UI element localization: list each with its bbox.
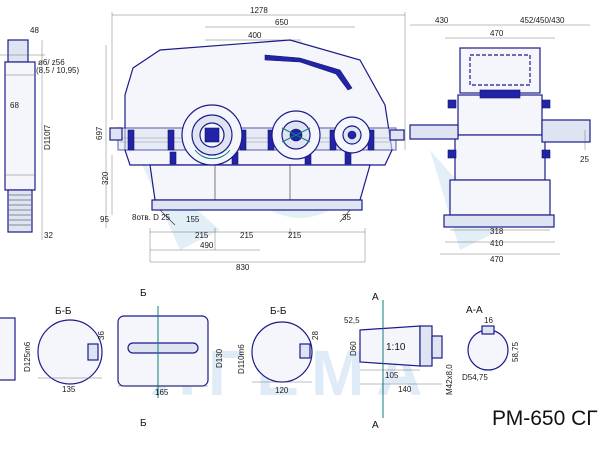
dim-28: 28 [311,331,320,340]
dim-d60: D60 [349,341,358,356]
dim-320: 320 [101,171,110,185]
side-bolts [447,89,551,159]
dim-155: 155 [186,215,200,224]
dim-830: 830 [236,263,250,272]
section-b-label-bottom: Б [140,418,147,429]
dim-318: 318 [490,227,504,236]
dim-d54-75: D54,75 [462,373,488,382]
left-shaft-view: 48 ø6/ z56 (8,5 / 10,95) 68 D110f7 32 [0,26,79,240]
dim-650: 650 [275,18,289,27]
section-e: А-А 16 58,75 D54,75 [462,305,520,382]
dim-keyway-tol: (8,5 / 10,95) [36,66,79,75]
dim-105: 105 [385,371,399,380]
model-label: РМ-650 СГ [492,407,598,430]
section-b: Б Б D130 165 [117,288,224,429]
bearing-cap-small [333,116,371,154]
section-c: Б-Б D110m6 28 120 [237,306,320,395]
dim-feet: 8отв. D 25 [132,213,171,222]
dim-697: 697 [95,126,104,140]
main-reducer-view: 1278 650 400 697 [95,6,406,272]
dim-95: 95 [100,215,109,224]
dim-410: 410 [490,239,504,248]
section-c-label: Б-Б [270,306,287,317]
dim-1278: 1278 [250,6,268,15]
dim-165: 165 [155,388,169,397]
dim-430: 430 [435,16,449,25]
section-d-label-top: А [372,292,379,303]
dim-470-bottom: 470 [490,255,504,264]
dim-36: 36 [97,331,106,340]
dim-135: 135 [62,385,76,394]
dim-140: 140 [398,385,412,394]
dim-120: 120 [275,386,289,395]
dim-215-a: 215 [195,231,209,240]
dim-400: 400 [248,31,262,40]
dim-48: 48 [30,26,39,35]
dim-452: 452/450/430 [520,16,565,25]
bearing-cap-large [181,104,243,166]
dim-470-top: 470 [490,29,504,38]
dim-d130: D130 [215,348,224,368]
bearing-cap-medium [271,110,321,160]
dim-35: 35 [342,213,351,222]
dim-68: 68 [10,101,19,110]
dim-d110m6: D110m6 [237,344,246,374]
dim-52-5: 52,5 [344,316,360,325]
dim-keyway: ø6/ z56 [38,58,65,67]
section-e-label: А-А [466,305,483,316]
section-d: А А 52,5 D60 1:10 105 140 M42х8,0 [344,292,454,431]
dim-215-c: 215 [288,231,302,240]
dim-thread: M42х8,0 [445,364,454,395]
section-a-label: Б-Б [55,306,72,317]
dim-d125m6: D125m6 [23,341,32,372]
dim-32: 32 [44,231,53,240]
section-d-label-bottom: А [372,420,379,431]
section-b-label-top: Б [140,288,147,299]
dim-215-b: 215 [240,231,254,240]
dim-taper: 1:10 [386,342,406,353]
dim-490: 490 [200,241,214,250]
dim-25: 25 [580,155,589,164]
section-a: Б-Б D125m6 36 135 [0,306,106,394]
dim-d110f7: D110f7 [43,124,52,150]
dim-58-75: 58,75 [511,341,520,362]
dim-16: 16 [484,316,493,325]
side-view: 430 452/450/430 470 25 318 410 470 [409,16,591,264]
